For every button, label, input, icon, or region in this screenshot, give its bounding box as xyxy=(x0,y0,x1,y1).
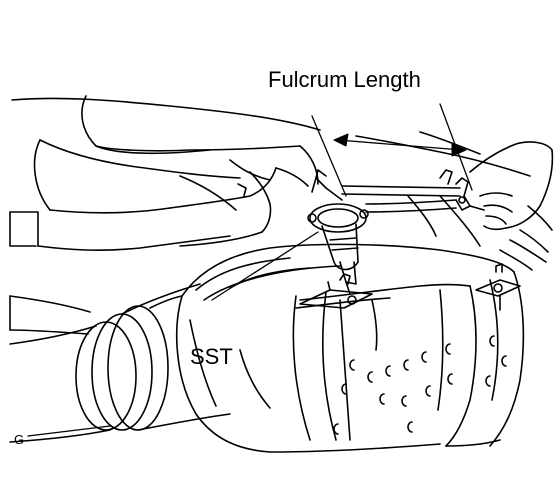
exhaust-pipe xyxy=(9,283,231,443)
torque-wrench xyxy=(341,169,485,213)
corner-mark-label: G xyxy=(14,432,24,447)
catalytic-converter xyxy=(175,243,525,453)
fulcrum-length-label: Fulcrum Length xyxy=(268,67,421,92)
fulcrum-dimension xyxy=(311,103,473,197)
vehicle-underbody xyxy=(9,95,531,335)
corner-leader-line xyxy=(27,425,111,437)
sst-tool xyxy=(307,169,369,295)
gloved-hand xyxy=(469,141,554,271)
sst-label: SST xyxy=(190,344,233,369)
sst-leader-line xyxy=(211,231,319,301)
